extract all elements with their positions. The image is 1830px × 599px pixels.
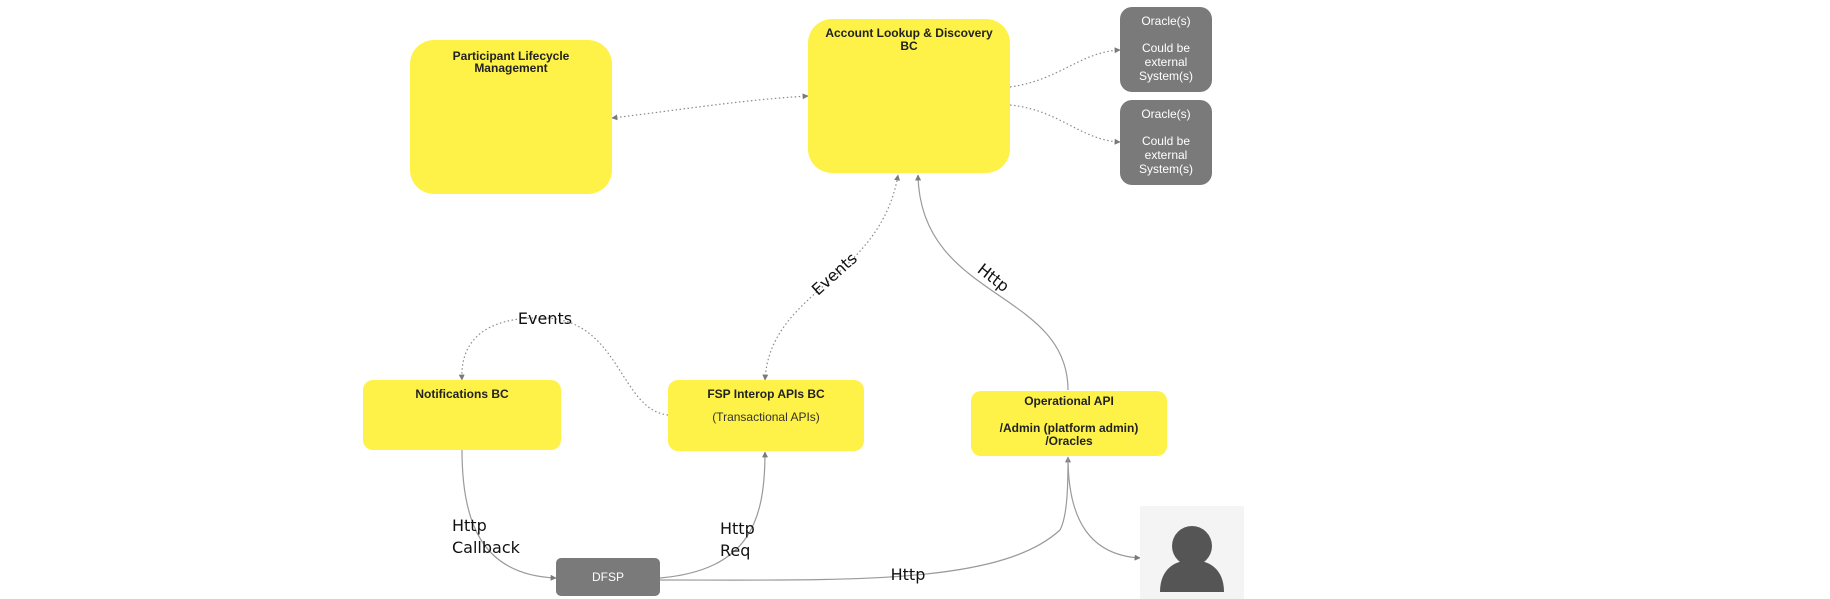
oracle1-line4: System(s) <box>1139 69 1193 83</box>
notifications-title: Notifications BC <box>415 387 509 401</box>
dfsp-node[interactable]: DFSP <box>556 558 660 596</box>
oracle2-line1: Oracle(s) <box>1141 107 1190 121</box>
oracle2-line2: Could be <box>1142 134 1190 148</box>
operational-api-node[interactable]: Operational API /Admin (platform admin) … <box>971 391 1167 456</box>
edge-dfsp-op <box>659 456 1071 581</box>
account-lookup-title-line1: Account Lookup & Discovery <box>825 26 993 40</box>
edge-fsp-alookup-events <box>762 174 901 381</box>
person-icon <box>1160 526 1224 592</box>
edge-notifications-dfsp <box>461 449 557 581</box>
participant-title-line2: Management <box>474 61 547 75</box>
edge-label-http-alookup: Http <box>974 259 1013 295</box>
oracle1-line1: Oracle(s) <box>1141 14 1190 28</box>
edge-op-alookup-http <box>915 174 1069 391</box>
operational-api-title: Operational API <box>1024 394 1114 408</box>
participant-lifecycle-node[interactable]: Participant Lifecycle Management <box>410 40 612 194</box>
edge-participant-alookup <box>611 93 809 121</box>
oracle2-line3: external <box>1145 148 1188 162</box>
edge-dfsp-fsp <box>659 451 768 579</box>
operational-api-line3: /Oracles <box>1045 434 1093 448</box>
edge-op-user <box>1067 456 1141 561</box>
edge-alookup-oracle1 <box>1009 47 1121 88</box>
edge-label-http-req-1: Http <box>720 519 755 538</box>
oracle1-line3: external <box>1145 55 1188 69</box>
fsp-interop-node[interactable]: FSP Interop APIs BC (Transactional APIs) <box>668 380 864 451</box>
oracle2-line4: System(s) <box>1139 162 1193 176</box>
edge-alookup-oracle2 <box>1009 104 1121 145</box>
operational-api-line2: /Admin (platform admin) <box>1000 421 1139 435</box>
user-node[interactable] <box>1140 506 1244 599</box>
oracle-node-1[interactable]: Oracle(s) Could be external System(s) <box>1120 7 1212 92</box>
edge-label-events-alookup: Events <box>808 249 861 299</box>
edge-label-http-callback-1: Http <box>452 516 487 535</box>
edge-label-http-req-2: Req <box>720 541 750 560</box>
edge-label-http-op: Http <box>891 565 926 584</box>
oracle-node-2[interactable]: Oracle(s) Could be external System(s) <box>1120 100 1212 185</box>
fsp-interop-title: FSP Interop APIs BC <box>707 387 825 401</box>
notifications-node[interactable]: Notifications BC <box>363 380 561 450</box>
dfsp-label: DFSP <box>592 570 624 584</box>
account-lookup-title-line2: BC <box>900 39 918 53</box>
participant-title-line1: Participant Lifecycle <box>453 49 570 63</box>
edge-label-events-notifications: Events <box>518 309 572 328</box>
fsp-interop-subtitle: (Transactional APIs) <box>712 410 820 424</box>
oracle1-line2: Could be <box>1142 41 1190 55</box>
edge-fsp-notifications-events <box>458 317 669 416</box>
account-lookup-node[interactable]: Account Lookup & Discovery BC <box>808 19 1010 173</box>
edge-label-http-callback-2: Callback <box>452 538 521 557</box>
